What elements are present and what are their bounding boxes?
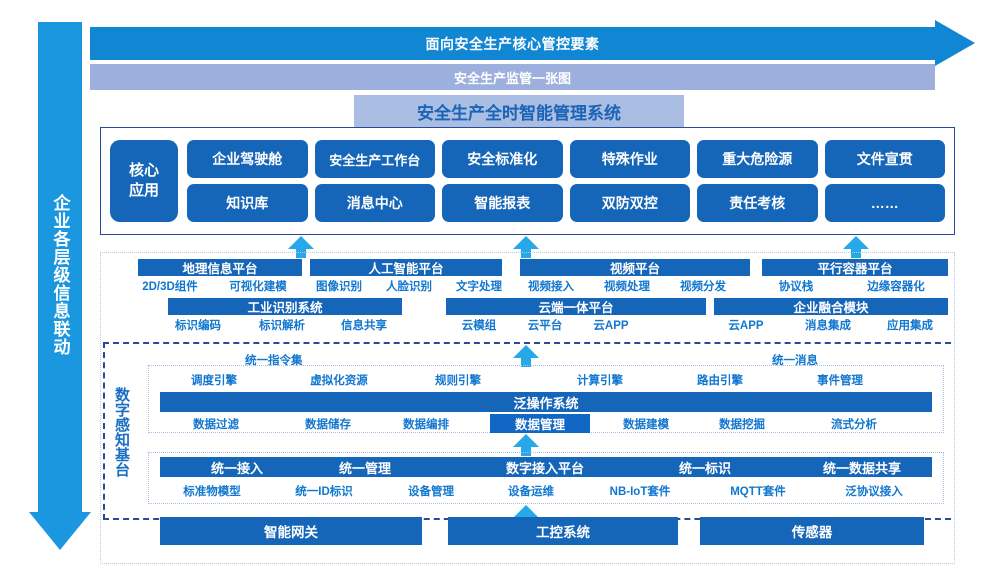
core-application-label: 核心 应用 [110, 140, 178, 222]
platform-industrial-id-sub-2: 标识解析 [259, 320, 305, 332]
platform-row-2: 工业识别系统 标识编码 标识解析 信息共享 云端一体平台 云模组 云平台 云AP… [110, 298, 948, 334]
digital-access-platform-bar[interactable]: 统一接入 统一管理 数字接入平台 统一标识 统一数据共享 [160, 457, 932, 477]
platform-gis-sub-2: 可视化建模 [229, 281, 287, 293]
access-pan-protocol[interactable]: 泛协议接入 [845, 485, 903, 498]
data-management-highlight[interactable]: 数据管理 [490, 414, 590, 433]
platform-layer: 地理信息平台 2D/3D组件 可视化建模 人工智能平台 图像识别 人脸识别 文字… [110, 259, 948, 335]
platform-enterprise-fusion-sub-2: 消息集成 [805, 320, 851, 332]
core-application-box: 核心 应用 企业驾驶舱 安全生产工作台 安全标准化 特殊作业 重大危险源 文件宣… [100, 127, 955, 235]
up-arrow-icon-4 [513, 345, 539, 367]
platform-container-sub-2: 边缘容器化 [867, 281, 925, 293]
left-vertical-arrow: 企业各层级信息联动 [29, 22, 91, 550]
platform-row-1: 地理信息平台 2D/3D组件 可视化建模 人工智能平台 图像识别 人脸识别 文字… [110, 259, 948, 295]
top-banner: 面向安全生产核心管控要素 [90, 20, 975, 66]
access-device-management[interactable]: 设备管理 [408, 485, 454, 498]
left-arrow-shaft [38, 22, 82, 512]
platform-cloud-sub-3: 云APP [593, 320, 629, 332]
band-one-map: 安全生产监管一张图 [90, 64, 935, 90]
engine-routing[interactable]: 路由引擎 [697, 374, 743, 387]
access-mqtt-kit[interactable]: MQTT套件 [730, 485, 786, 498]
core-app-message-center[interactable]: 消息中心 [314, 184, 435, 222]
lower-stack-container [100, 252, 955, 564]
platform-cloud-sub-2: 云平台 [527, 320, 563, 332]
core-app-document-promotion[interactable]: 文件宣贯 [824, 140, 945, 178]
dap-word-unified-data-sharing: 统一数据共享 [822, 460, 901, 476]
bus-label-unified-message: 统一消息 [772, 355, 818, 367]
left-arrow-head-icon [29, 512, 91, 550]
core-app-responsibility-assessment[interactable]: 责任考核 [697, 184, 818, 222]
data-storage[interactable]: 数据储存 [305, 418, 351, 431]
top-banner-title: 面向安全生产核心管控要素 [425, 35, 600, 52]
platform-ai-sub-1: 图像识别 [316, 281, 362, 293]
platform-cloud-sub-1: 云模组 [461, 320, 497, 332]
up-arrow-icon-2 [513, 236, 539, 258]
platform-container-sub-1: 协议栈 [778, 281, 814, 293]
platform-industrial-id-sub-3: 信息共享 [341, 320, 387, 332]
dap-word-unified-management: 统一管理 [338, 460, 391, 476]
left-arrow-label: 企业各层级信息联动 [50, 194, 70, 356]
platform-video-sub-2: 视频处理 [604, 281, 650, 293]
platform-container-title[interactable]: 平行容器平台 [762, 259, 948, 276]
core-app-dual-prevention[interactable]: 双防双控 [569, 184, 690, 222]
up-arrow-icon-3 [843, 236, 869, 258]
dap-word-digital-access-platform: 数字接入平台 [505, 460, 584, 476]
data-orchestration[interactable]: 数据编排 [403, 418, 449, 431]
up-arrow-icon-1 [288, 236, 314, 258]
access-nbiot-kit[interactable]: NB-IoT套件 [609, 485, 671, 498]
device-smart-gateway[interactable]: 智能网关 [160, 517, 422, 545]
core-label-line1: 核心 [128, 162, 159, 179]
platform-video-sub-1: 视频接入 [528, 281, 574, 293]
core-app-smart-report[interactable]: 智能报表 [442, 184, 563, 222]
data-filter[interactable]: 数据过滤 [193, 418, 239, 431]
band-system-title: 安全生产全时智能管理系统 [354, 95, 684, 128]
engine-virtual-resource[interactable]: 虚拟化资源 [310, 374, 368, 387]
core-app-enterprise-cockpit[interactable]: 企业驾驶舱 [187, 140, 308, 178]
platform-ai-title[interactable]: 人工智能平台 [310, 259, 502, 276]
platform-enterprise-fusion-sub-1: 云APP [728, 320, 764, 332]
device-layer-row: 智能网关 工控系统 传感器 [0, 517, 1000, 547]
engine-rule[interactable]: 规则引擎 [435, 374, 481, 387]
core-app-safety-workbench[interactable]: 安全生产工作台 [314, 140, 435, 178]
engine-scheduling[interactable]: 调度引擎 [191, 374, 237, 387]
platform-cloud-title[interactable]: 云端一体平台 [446, 298, 706, 315]
platform-industrial-id-sub-1: 标识编码 [175, 320, 221, 332]
engine-event-management[interactable]: 事件管理 [817, 374, 863, 387]
platform-enterprise-fusion-sub-3: 应用集成 [887, 320, 933, 332]
engine-compute[interactable]: 计算引擎 [577, 374, 623, 387]
core-label-line2: 应用 [128, 182, 159, 199]
dap-word-unified-identity: 统一标识 [678, 460, 731, 476]
data-modeling[interactable]: 数据建模 [623, 418, 669, 431]
platform-gis-sub-1: 2D/3D组件 [142, 281, 198, 293]
pan-operating-system-bar[interactable]: 泛操作系统 [160, 392, 932, 412]
platform-industrial-id-title[interactable]: 工业识别系统 [168, 298, 402, 315]
dap-word-unified-access: 统一接入 [210, 460, 263, 476]
top-banner-arrow-icon [935, 20, 975, 66]
device-sensor[interactable]: 传感器 [700, 517, 924, 545]
platform-video-sub-3: 视频分发 [680, 281, 726, 293]
core-app-special-operations[interactable]: 特殊作业 [569, 140, 690, 178]
data-mining[interactable]: 数据挖掘 [719, 418, 765, 431]
core-application-grid: 企业驾驶舱 安全生产工作台 安全标准化 特殊作业 重大危险源 文件宣贯 知识库 … [187, 140, 945, 222]
platform-video-title[interactable]: 视频平台 [520, 259, 750, 276]
access-standard-thing-model[interactable]: 标准物模型 [183, 485, 241, 498]
foundation-label: 数字感知基台 [113, 387, 130, 477]
platform-ai-sub-3: 文字处理 [456, 281, 502, 293]
data-stream-analysis[interactable]: 流式分析 [831, 418, 877, 431]
core-app-knowledge-base[interactable]: 知识库 [187, 184, 308, 222]
up-arrow-icon-5 [513, 434, 539, 456]
access-platform-group [148, 452, 944, 504]
access-unified-id[interactable]: 统一ID标识 [295, 485, 353, 498]
core-app-major-hazard-source[interactable]: 重大危险源 [697, 140, 818, 178]
core-app-safety-standardization[interactable]: 安全标准化 [442, 140, 563, 178]
platform-enterprise-fusion-title[interactable]: 企业融合模块 [714, 298, 948, 315]
top-banner-shaft [90, 27, 935, 60]
platform-ai-sub-2: 人脸识别 [386, 281, 432, 293]
core-app-more[interactable]: …… [824, 184, 945, 222]
platform-gis-title[interactable]: 地理信息平台 [138, 259, 302, 276]
device-industrial-control[interactable]: 工控系统 [448, 517, 678, 545]
access-device-ops[interactable]: 设备运维 [508, 485, 554, 498]
bus-label-unified-command: 统一指令集 [245, 355, 303, 367]
